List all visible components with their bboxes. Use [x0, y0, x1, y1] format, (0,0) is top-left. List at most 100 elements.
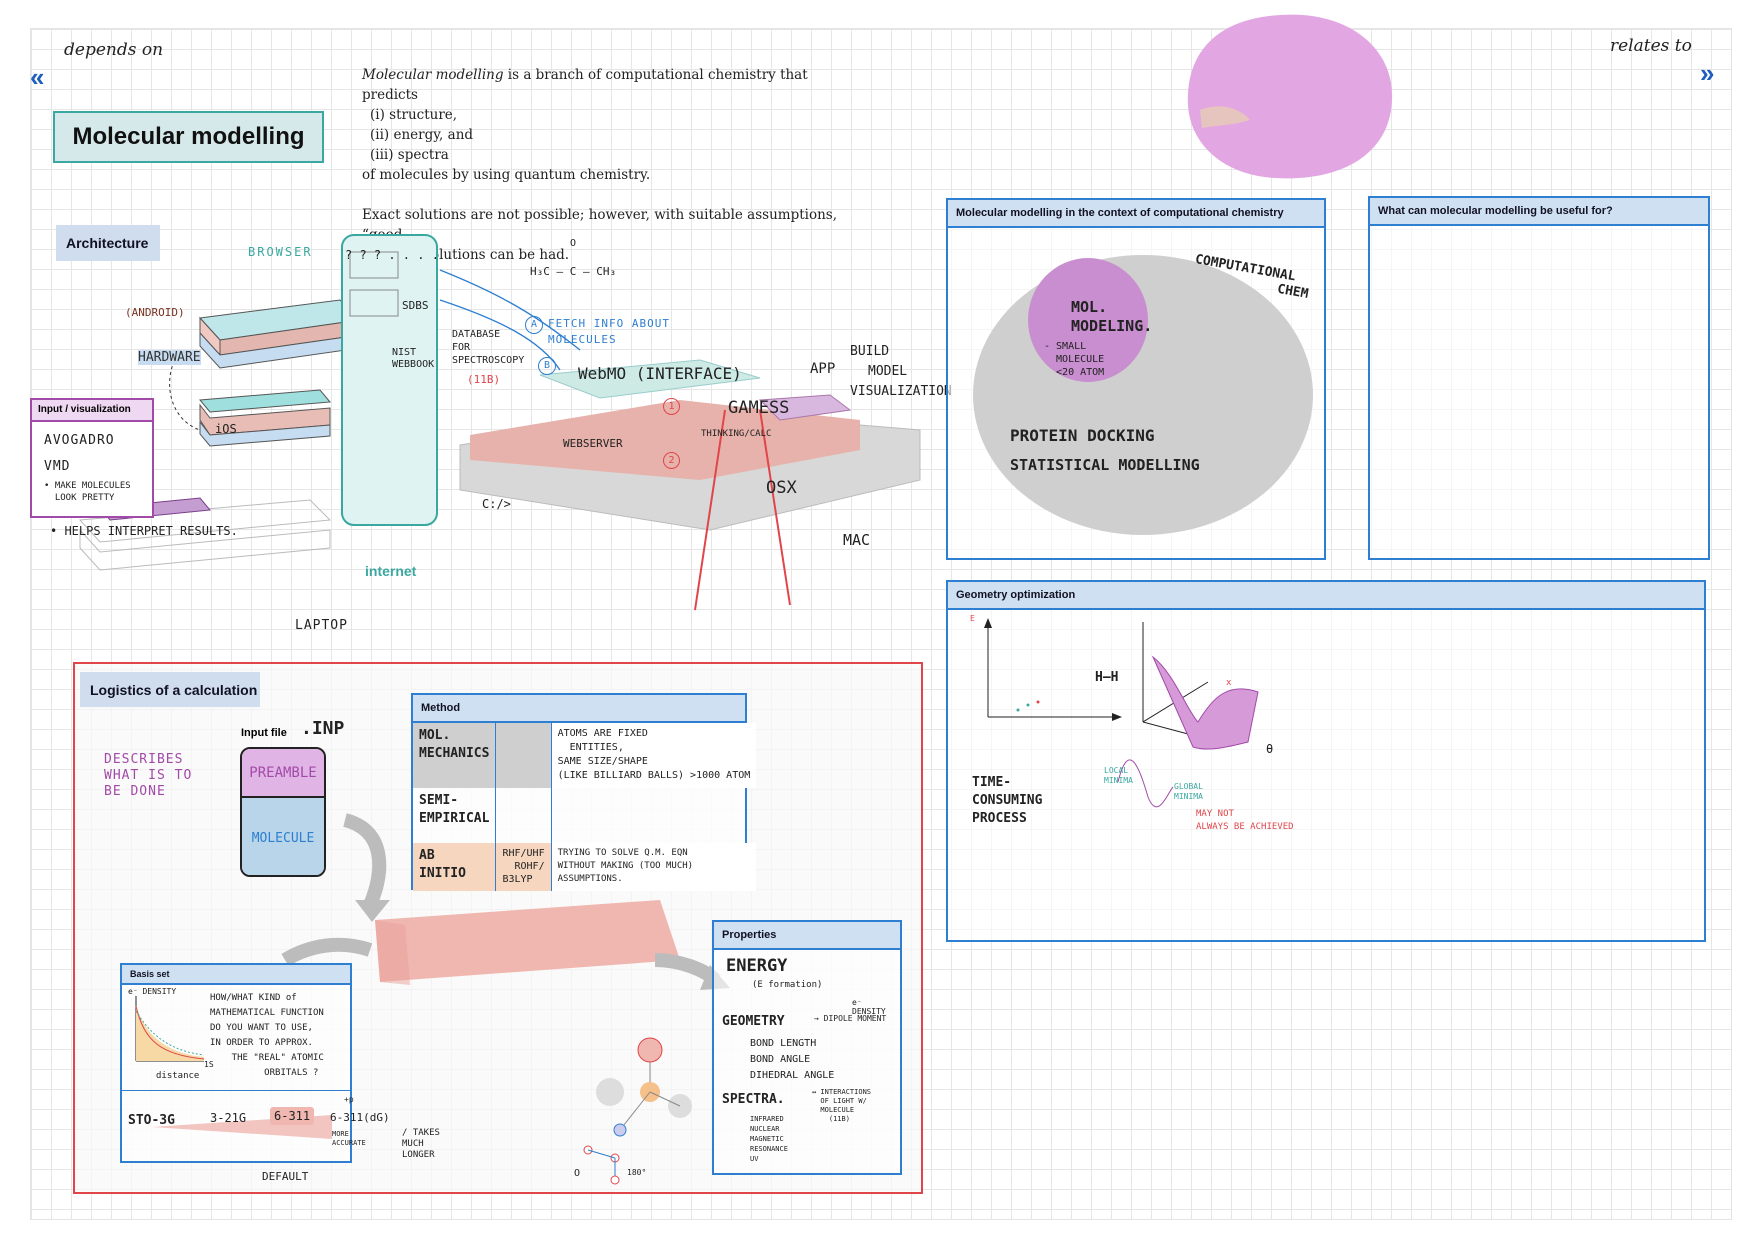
database-label: DATABASE FOR SPECTROSCOPY	[452, 329, 525, 366]
fetch-a-marker: A	[525, 316, 543, 334]
basis-divider	[122, 1090, 350, 1091]
table-row: MOL. MECHANICS ATOMS ARE FIXED ENTITIES,…	[413, 723, 757, 788]
x-axis-label: x	[1226, 678, 1232, 688]
takes-longer-label: / TAKES MUCH LONGER	[402, 1128, 440, 1160]
properties-header: Properties	[714, 922, 900, 950]
method-variants: RHF/UHF ROHF/ B3LYP	[495, 843, 552, 891]
context-panel: Molecular modelling in the context of co…	[946, 198, 1326, 560]
c-prompt-label: C:/>	[482, 497, 511, 511]
intro-item-2: (ii) energy, and	[370, 127, 474, 143]
global-minima-label: GLOBAL MINIMA	[1174, 782, 1203, 801]
basis-321g: 3-21G	[210, 1111, 247, 1125]
app-items: BUILD MODEL VISUALIZATION	[850, 342, 952, 402]
e-axis-label: E	[970, 614, 975, 623]
input-visualization-box: Input / visualization AVOGADRO VMD • MAK…	[30, 398, 154, 518]
top-marks-label: ? ? ? . . . . .	[345, 248, 454, 262]
double-chevron-right-icon[interactable]: »	[1700, 58, 1715, 88]
molecule-oxygen: O	[570, 238, 577, 249]
bond-length-item: BOND LENGTH	[750, 1038, 817, 1049]
internet-label: internet	[365, 563, 417, 579]
ios-device	[199, 389, 331, 447]
mol-modeling-label: MOL. MODELING.	[1071, 298, 1153, 335]
method-name: SEMI- EMPIRICAL	[413, 788, 497, 843]
energy-label: ENERGY	[726, 956, 788, 976]
basis-set-header: Basis set	[122, 965, 350, 985]
nmr-item: NUCLEAR MAGNETIC RESONANCE	[750, 1125, 788, 1153]
method-desc: ATOMS ARE FIXED ENTITIES, SAME SIZE/SHAP…	[551, 723, 757, 788]
density-axis-label: e⁻ DENSITY	[128, 987, 177, 996]
default-label: DEFAULT	[262, 1170, 309, 1183]
laptop-label: LAPTOP	[295, 618, 348, 633]
spectra-label: SPECTRA.	[722, 1092, 785, 1107]
dihedral-angle-item: DIHEDRAL ANGLE	[750, 1070, 835, 1081]
intro-item-1: (i) structure,	[370, 107, 458, 123]
browser-label: BROWSER	[248, 245, 313, 259]
logistics-label: Logistics of a calculation	[80, 672, 260, 707]
density-plot	[135, 996, 205, 1062]
properties-panel: Properties ENERGY (E formation) e⁻ DENSI…	[712, 920, 902, 1175]
nist-label: NIST WEBBOOK	[392, 347, 435, 370]
basis-6311: 6-311	[270, 1107, 315, 1125]
decorative-blob	[1187, 14, 1393, 179]
osx-label: OSX	[766, 478, 797, 498]
context-venn	[973, 255, 1313, 535]
input-file-label: Input file	[241, 727, 287, 739]
pretty-note: • MAKE MOLECULES LOOK PRETTY	[44, 481, 131, 503]
table-row: AB INITIO RHF/UHF ROHF/ B3LYP TRYING TO …	[413, 843, 757, 891]
method-variants	[495, 788, 552, 843]
step-2-marker: 2	[663, 452, 680, 469]
hardware-label: HARDWARE	[138, 350, 201, 365]
one-s-label: 1S	[204, 1060, 214, 1069]
useful-panel-header: What can molecular modelling be useful f…	[1370, 198, 1708, 226]
thinking-label: THINKING/CALC	[701, 429, 772, 439]
basis-set-panel: Basis set e⁻ DENSITY 1S distance HOW/WHA…	[120, 963, 390, 1163]
intro-line5: of molecules by using quantum chemistry.	[362, 167, 651, 183]
table-row: SEMI- EMPIRICAL	[413, 788, 756, 843]
describes-label: DESCRIBES WHAT IS TO BE DONE	[104, 752, 193, 799]
distance-label: distance	[156, 1071, 200, 1081]
page-title: Molecular modelling	[53, 111, 324, 163]
architecture-diagram	[78, 234, 921, 611]
vmd-item: VMD	[44, 459, 71, 474]
app-item-model: MODEL	[868, 364, 908, 379]
basis-sto3g: STO-3G	[128, 1113, 175, 1128]
infrared-item: INFRARED	[750, 1115, 784, 1123]
method-panel: Method MOL. MECHANICS ATOMS ARE FIXED EN…	[411, 693, 757, 891]
method-desc: TRYING TO SOLVE Q.M. EQN WITHOUT MAKING …	[551, 843, 757, 891]
energy-sub-label: (E formation)	[752, 980, 823, 990]
molecule-sketch	[583, 1037, 692, 1185]
inp-label: .INP	[301, 718, 345, 739]
depends-on-label: depends on	[64, 40, 164, 60]
may-not-label: MAY NOT ALWAYS BE ACHIEVED	[1196, 809, 1294, 832]
basis-superscript: +p	[344, 1095, 354, 1104]
hh-label: H—H	[1095, 670, 1119, 685]
statistical-modelling-label: STATISTICAL MODELLING	[1010, 456, 1200, 474]
architecture-label: Architecture	[56, 225, 160, 261]
double-chevron-left-icon[interactable]: «	[30, 62, 45, 92]
fetch-info-label: FETCH INFO ABOUT MOLECULES	[548, 317, 670, 346]
geometry-panel-header: Geometry optimization	[948, 582, 1704, 610]
preamble-section: PREAMBLE	[242, 749, 324, 798]
e-density-label: e⁻ DENSITY	[852, 998, 886, 1016]
app-label: APP	[810, 361, 836, 377]
geometry-label: GEOMETRY	[722, 1014, 785, 1029]
geometry-items: BOND LENGTH BOND ANGLE DIHEDRAL ANGLE	[750, 1036, 834, 1084]
mac-label: MAC	[843, 531, 871, 549]
molecule-formula: H₃C — C — CH₃	[530, 265, 617, 278]
app-item-build: BUILD	[850, 344, 890, 359]
intro-term: Molecular modelling	[362, 67, 504, 83]
bond-angle-item: BOND ANGLE	[750, 1054, 811, 1065]
small-molecule-label: - SMALL MOLECULE <20 ATOM	[1044, 341, 1105, 378]
molecule-section: MOLECULE	[242, 798, 324, 875]
android-label: (ANDROID)	[125, 306, 185, 319]
method-name: MOL. MECHANICS	[413, 723, 497, 788]
avogadro-item: AVOGADRO	[44, 433, 115, 448]
ios-label: iOS	[215, 422, 237, 436]
webmo-label: WebMO (INTERFACE)	[578, 364, 742, 383]
app-item-visualization: VISUALIZATION	[850, 384, 952, 399]
basis-6311dg: 6-311(dG)	[330, 1111, 390, 1124]
sdbs-label: SDBS	[402, 299, 429, 312]
games-label: GAMESS	[728, 398, 790, 418]
flow-arrows	[281, 813, 730, 990]
geometry-plots	[984, 618, 1259, 808]
